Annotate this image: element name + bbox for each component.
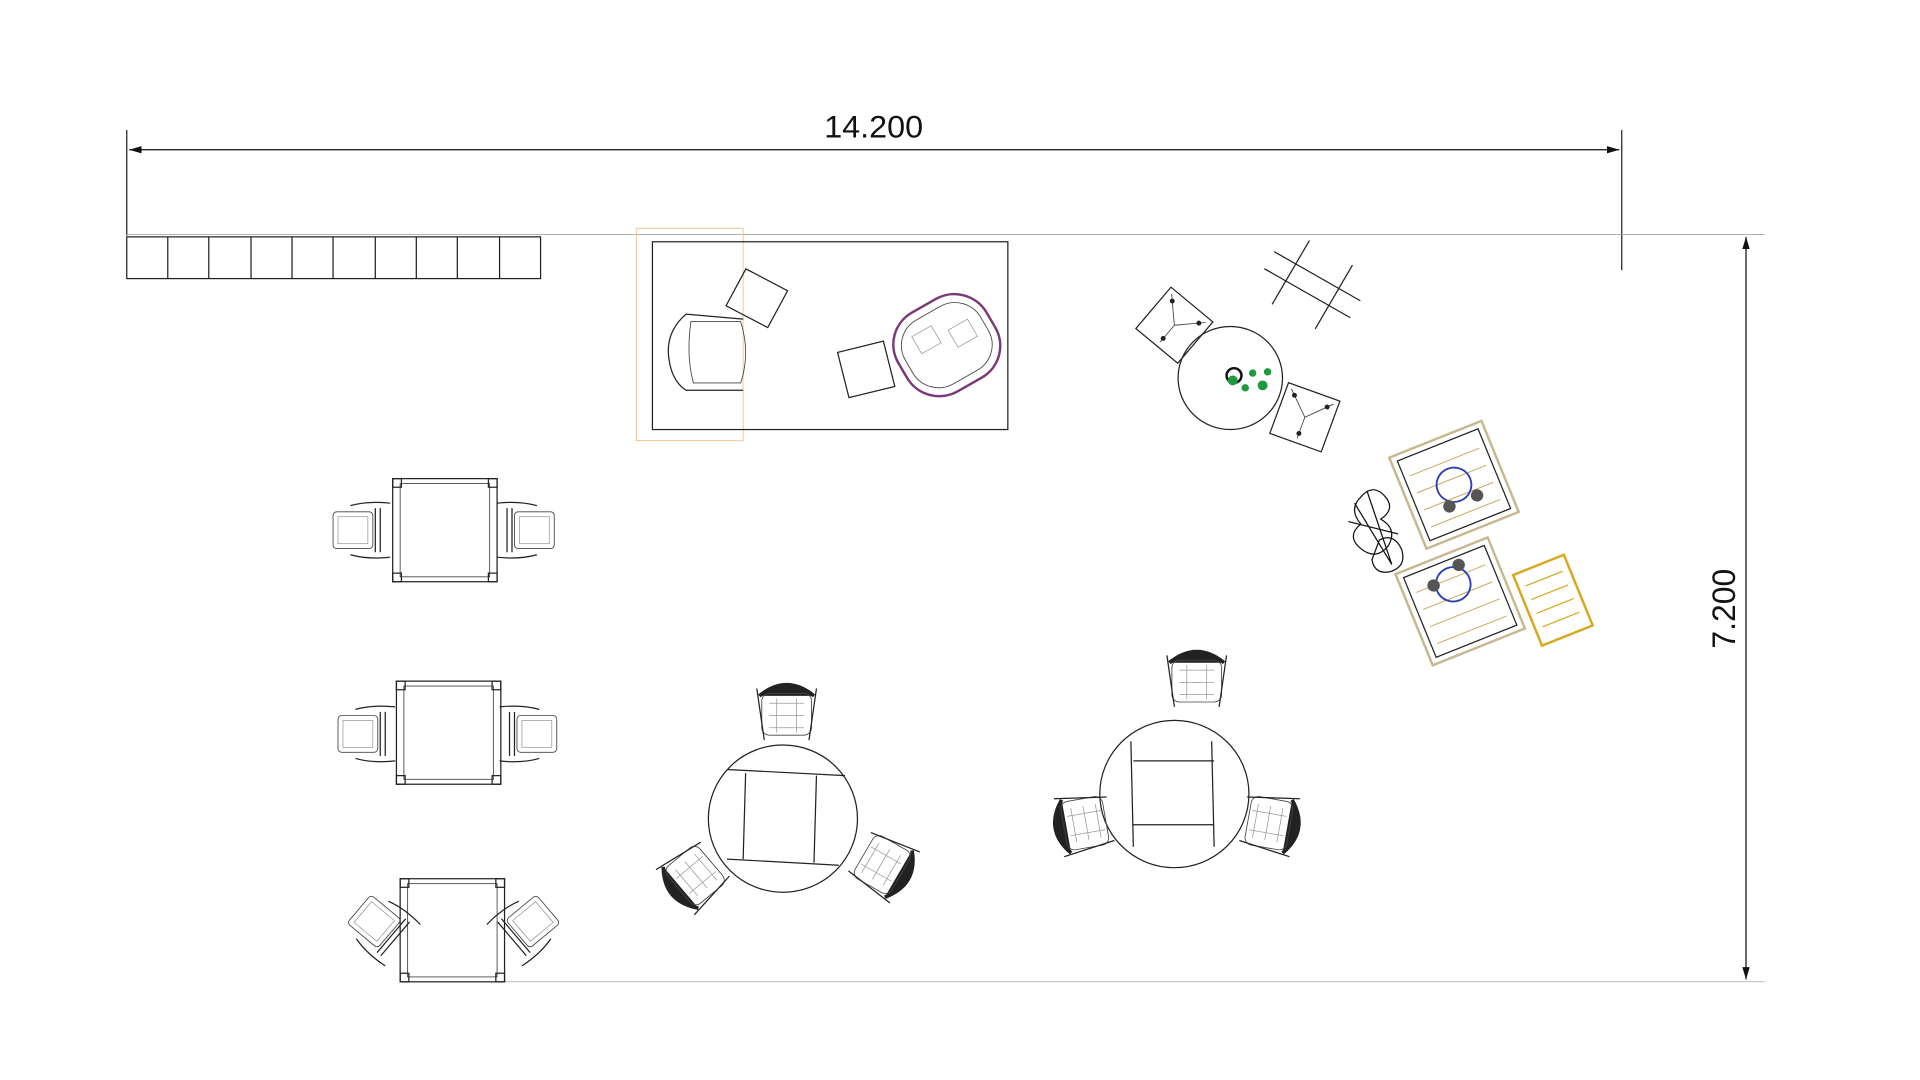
round-table-set-left: [651, 682, 925, 920]
side-table: [725, 268, 789, 329]
wall-panels: [126, 236, 542, 280]
table-set-1: [332, 478, 555, 583]
height-dimension: 7.200: [126, 234, 1765, 983]
table-set-2: [337, 680, 558, 785]
round-table-set-right: [1048, 649, 1306, 869]
sofa: [892, 292, 1002, 398]
yellow-rack: [1511, 553, 1595, 648]
bush-icon: [1348, 489, 1404, 573]
width-label: 14.200: [824, 109, 923, 145]
plant-icon: [1227, 368, 1272, 392]
height-label: 7.200: [1706, 569, 1742, 649]
width-dimension: 14.200: [126, 109, 1623, 270]
coffee-table: [836, 340, 896, 399]
round-table-set-top: [1135, 240, 1361, 453]
lounge-area: [635, 227, 1009, 442]
armchair: [667, 313, 747, 391]
table-set-3: [340, 878, 567, 983]
game-tables: [1348, 419, 1595, 667]
